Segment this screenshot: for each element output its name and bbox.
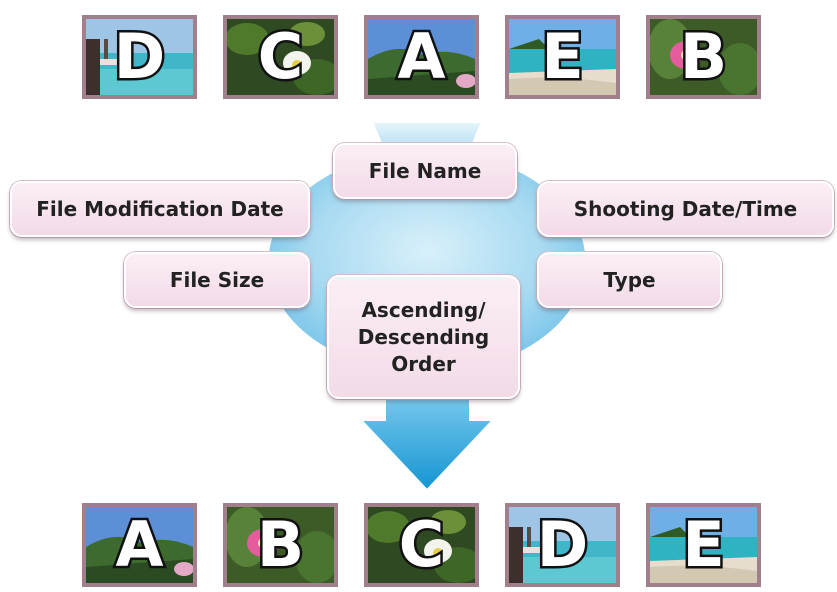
bottom-thumb-5: E [646,503,761,587]
bottom-thumb-2: B [223,503,338,587]
sort-option-label: Type [603,267,656,292]
pink-flower-image [650,19,757,95]
coast-mountain-image [368,19,475,95]
top-thumb-1: D [82,15,197,99]
sort-option-file-size: File Size [124,252,310,308]
sort-option-label: Shooting Date/Time [573,196,798,221]
beach-dock-image [509,507,616,583]
sort-option-label: File Size [169,267,265,292]
thumb-letter: C [396,508,447,581]
sandy-beach-image [509,19,616,95]
thumb-letter: E [680,508,727,581]
thumb-letter: B [677,20,729,93]
sort-option-label-line: Descending [357,324,490,349]
top-thumb-5: B [646,15,761,99]
thumb-letter: C [255,20,306,93]
sort-option-label: File Modification Date [36,196,284,221]
coast-mountain-image [86,507,193,583]
sort-option-label-line: Order [391,351,456,376]
down-arrow [358,387,496,492]
pink-flower-image [227,507,334,583]
sort-option-label: File Name [368,158,482,183]
top-thumb-2: C [223,15,338,99]
bottom-thumb-1: A [82,503,197,587]
beach-dock-image [86,19,193,95]
thumb-letter: B [254,508,306,581]
bottom-thumb-3: C [364,503,479,587]
sort-option-file-modification-date: File Modification Date [10,181,310,237]
white-flower-image [227,19,334,95]
sort-option-label-line: Ascending/ [361,297,486,322]
thumb-letter: D [534,508,590,581]
bottom-thumb-4: D [505,503,620,587]
white-flower-image [368,507,475,583]
thumb-letter: D [111,20,167,93]
thumb-letter: A [113,508,166,581]
sandy-beach-image [650,507,757,583]
sort-option-type: Type [537,252,722,308]
thumb-letter: E [539,20,586,93]
sort-option-shooting-date-time: Shooting Date/Time [537,181,834,237]
thumb-letter: A [395,20,448,93]
sort-option-file-name: File Name [333,143,517,199]
top-thumb-4: E [505,15,620,99]
sort-option-order: Ascending/ Descending Order [327,275,520,399]
top-thumb-3: A [364,15,479,99]
